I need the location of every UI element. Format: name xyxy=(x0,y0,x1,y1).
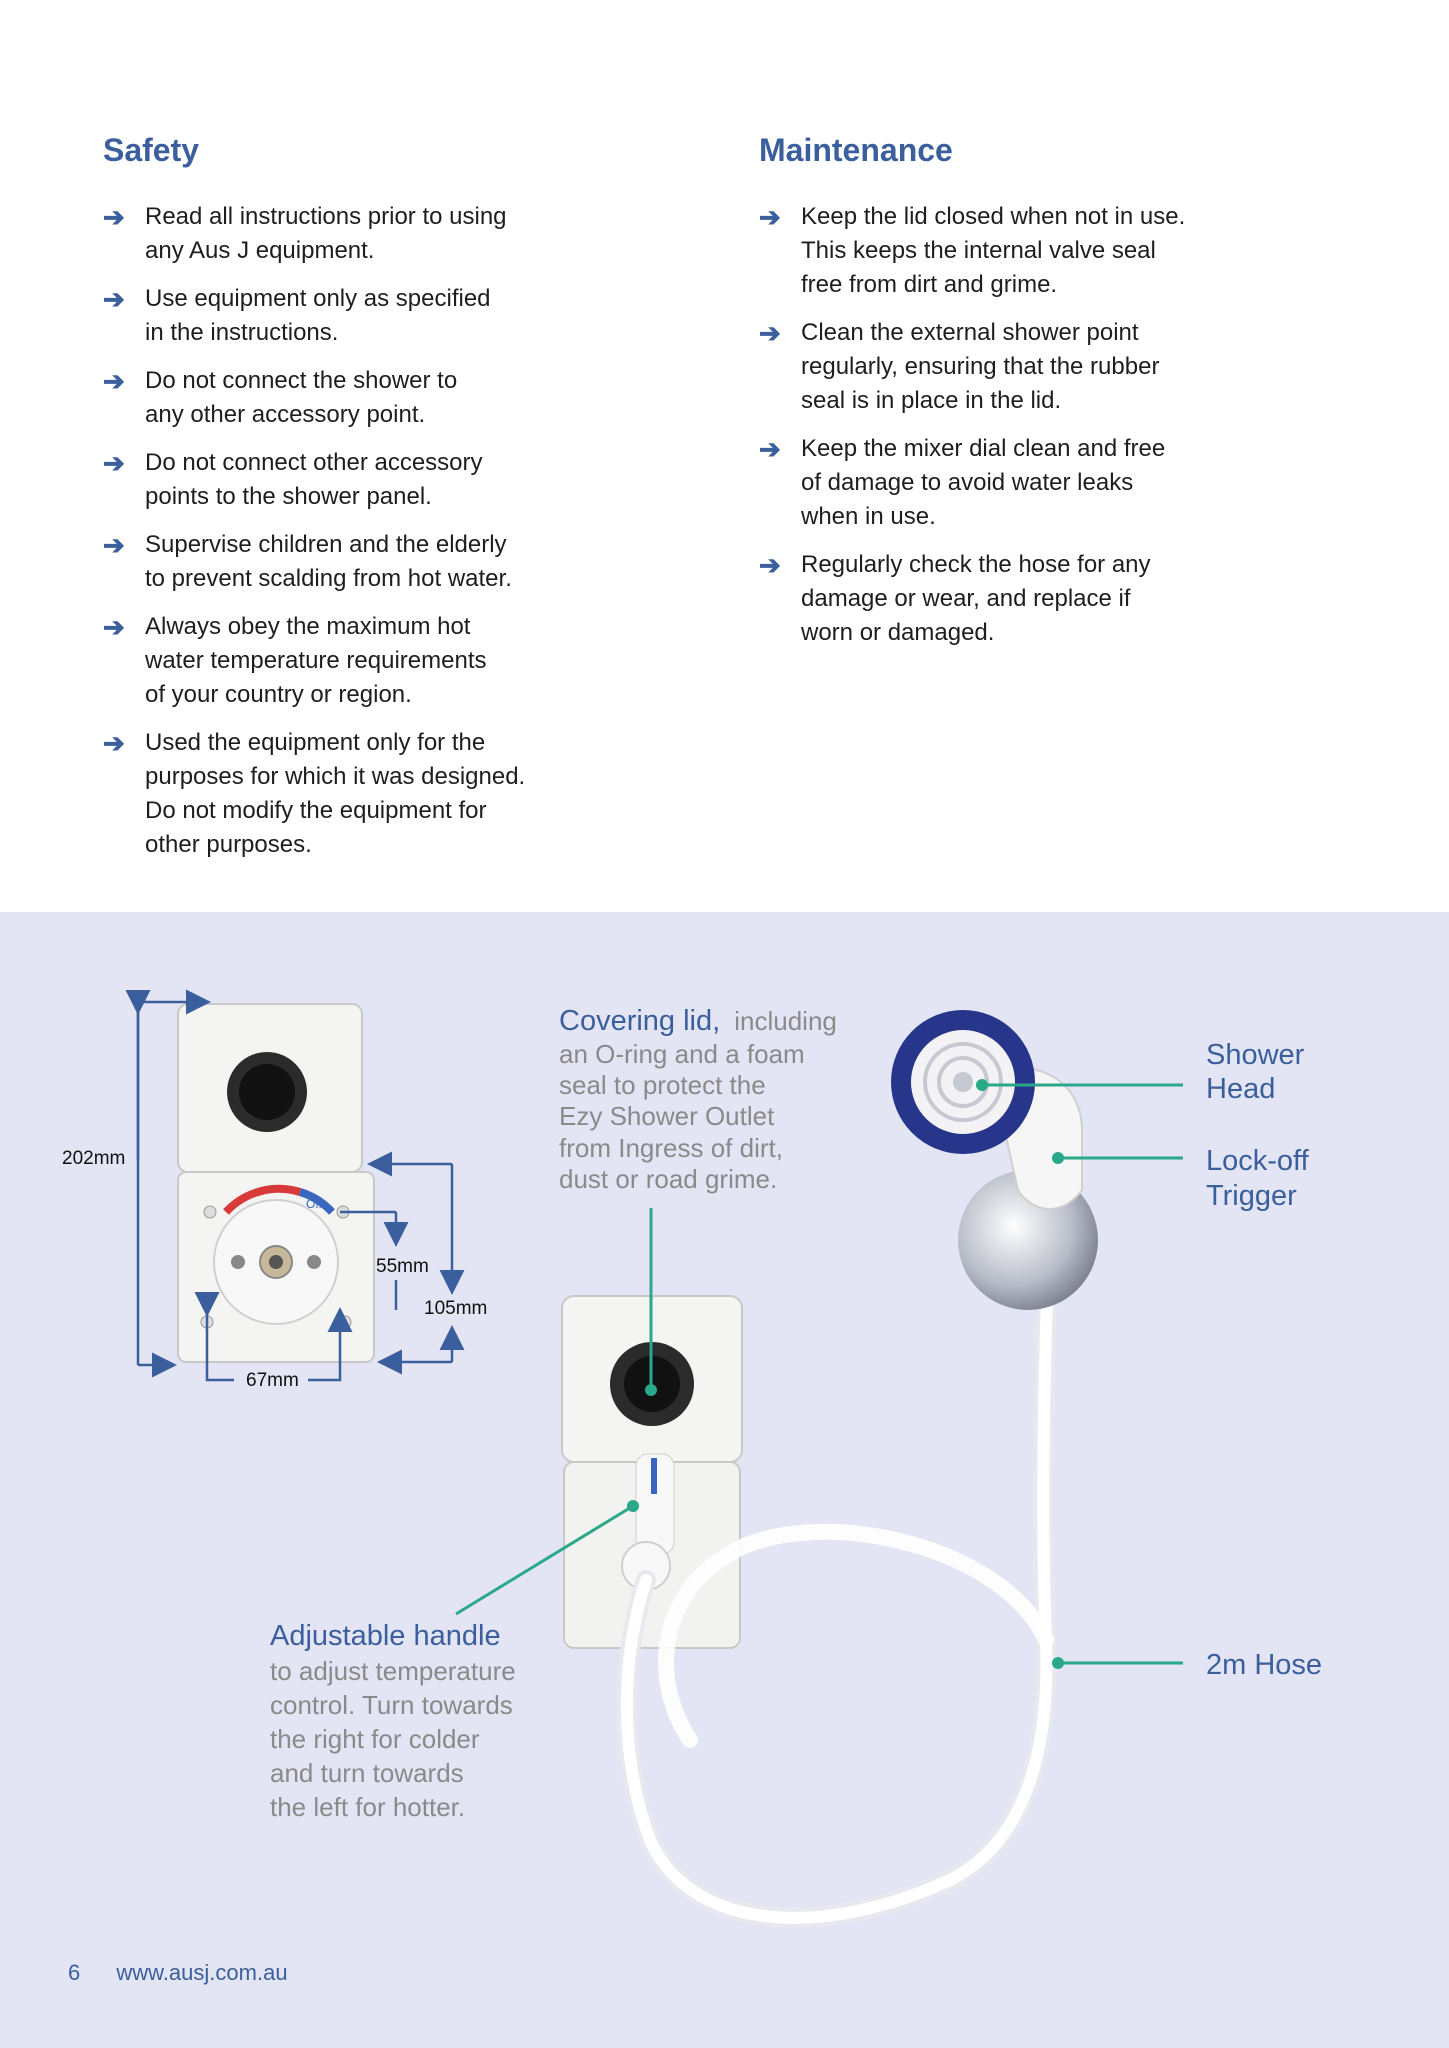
adjustable-handle-line: the left for hotter. xyxy=(270,1792,465,1822)
maintenance-heading: Maintenance xyxy=(759,132,953,168)
arrow-right-icon: ➔ xyxy=(103,202,125,232)
bullet-text: Regularly check the hose for any damage … xyxy=(801,551,1151,646)
hose-label: 2m Hose xyxy=(1206,1649,1322,1681)
arrow-right-icon: ➔ xyxy=(759,434,781,464)
bullet-text: Do not connect other accessory points to… xyxy=(145,449,483,510)
covering-lid-line: an O-ring and a foam xyxy=(559,1039,805,1069)
bullet-item: ➔ Use equipment only as specified in the … xyxy=(103,282,623,350)
arrow-right-icon: ➔ xyxy=(103,612,125,642)
bullet-text: Read all instructions prior to using any… xyxy=(145,203,507,264)
shower-product-illustration xyxy=(561,1010,1098,1928)
dimension-202mm: 202mm xyxy=(62,1148,125,1169)
dimension-105mm: 105mm xyxy=(424,1298,487,1319)
arrow-right-icon: ➔ xyxy=(103,530,125,560)
covering-lid-line: from Ingress of dirt, xyxy=(559,1133,783,1163)
website-link[interactable]: www.ausj.com.au xyxy=(116,1960,288,1985)
page-footer: 6 www.ausj.com.au xyxy=(68,1960,318,1986)
svg-text:Covering lid, including: Covering lid, including xyxy=(559,1005,837,1037)
bullet-text: Keep the lid closed when not in use. Thi… xyxy=(801,203,1186,298)
shower-head-label: Shower xyxy=(1206,1039,1305,1071)
dimension-67mm: 67mm xyxy=(246,1370,299,1391)
arrow-right-icon: ➔ xyxy=(103,728,125,758)
lock-off-trigger-label: Trigger xyxy=(1206,1180,1297,1212)
arrow-right-icon: ➔ xyxy=(103,366,125,396)
bullet-text: Do not connect the shower to any other a… xyxy=(145,367,458,428)
dial-off-label: Off xyxy=(306,1197,322,1211)
callout-dots xyxy=(627,1079,1064,1669)
arrow-right-icon: ➔ xyxy=(103,448,125,478)
shower-head-label: Head xyxy=(1206,1073,1275,1105)
bullet-item: ➔ Do not connect other accessory points t… xyxy=(103,446,623,514)
bullet-text: Supervise children and the elderly to pr… xyxy=(145,531,512,592)
bullet-item: ➔ Supervise children and the elderly to p… xyxy=(103,528,623,596)
bullet-text: Always obey the maximum hot water temper… xyxy=(145,613,487,708)
covering-lid-callout: Covering lid, including an O-ring and a … xyxy=(559,1005,837,1194)
arrow-right-icon: ➔ xyxy=(759,550,781,580)
safety-heading: Safety xyxy=(103,132,200,168)
arrow-right-icon: ➔ xyxy=(759,202,781,232)
covering-lid-line: seal to protect the xyxy=(559,1070,766,1100)
bullet-item: ➔ Keep the lid closed when not in use. Th… xyxy=(759,200,1319,302)
callout-lines xyxy=(455,1083,1183,1665)
page-number: 6 xyxy=(68,1960,81,1985)
covering-lid-line: dust or road grime. xyxy=(559,1164,777,1194)
adjustable-handle-title: Adjustable handle xyxy=(270,1620,501,1652)
maintenance-list: ➔ Keep the lid closed when not in use. Th… xyxy=(759,200,1319,664)
bullet-item: ➔ Regularly check the hose for any damage… xyxy=(759,548,1319,650)
covering-lid-line: Ezy Shower Outlet xyxy=(559,1101,775,1131)
adjustable-handle-line: and turn towards xyxy=(270,1758,464,1788)
bullet-text: Keep the mixer dial clean and free of da… xyxy=(801,435,1166,530)
bullet-item: ➔ Always obey the maximum hot water tempe… xyxy=(103,610,623,712)
outlet-dimension-drawing: Off 202mm 55mm 105mm 67mm xyxy=(62,989,487,1391)
instructions-section xyxy=(0,0,1449,912)
bullet-item: ➔ Read all instructions prior to using an… xyxy=(103,200,623,268)
bullet-item: ➔ Do not connect the shower to any other … xyxy=(103,364,623,432)
lock-off-trigger-label: Lock-off xyxy=(1206,1145,1310,1177)
adjustable-handle-line: to adjust temperature xyxy=(270,1656,516,1686)
bullet-text: Use equipment only as specified in the i… xyxy=(145,285,491,346)
safety-list: ➔ Read all instructions prior to using an… xyxy=(103,200,623,876)
bullet-item: ➔ Clean the external shower point regular… xyxy=(759,316,1319,418)
adjustable-handle-line: the right for colder xyxy=(270,1724,480,1754)
arrow-right-icon: ➔ xyxy=(103,284,125,314)
adjustable-handle-line: control. Turn towards xyxy=(270,1690,513,1720)
covering-lid-line: including xyxy=(734,1006,837,1036)
bullet-item: ➔ Keep the mixer dial clean and free of d… xyxy=(759,432,1319,534)
covering-lid-title: Covering lid, xyxy=(559,1005,720,1037)
arrow-right-icon: ➔ xyxy=(759,318,781,348)
bullet-text: Clean the external shower point regularl… xyxy=(801,319,1160,414)
bullet-item: ➔ Used the equipment only for the purpose… xyxy=(103,726,623,862)
dimension-55mm: 55mm xyxy=(376,1256,429,1277)
bullet-text: Used the equipment only for the purposes… xyxy=(145,729,526,858)
adjustable-handle-callout: Adjustable handle to adjust temperature … xyxy=(270,1620,516,1822)
